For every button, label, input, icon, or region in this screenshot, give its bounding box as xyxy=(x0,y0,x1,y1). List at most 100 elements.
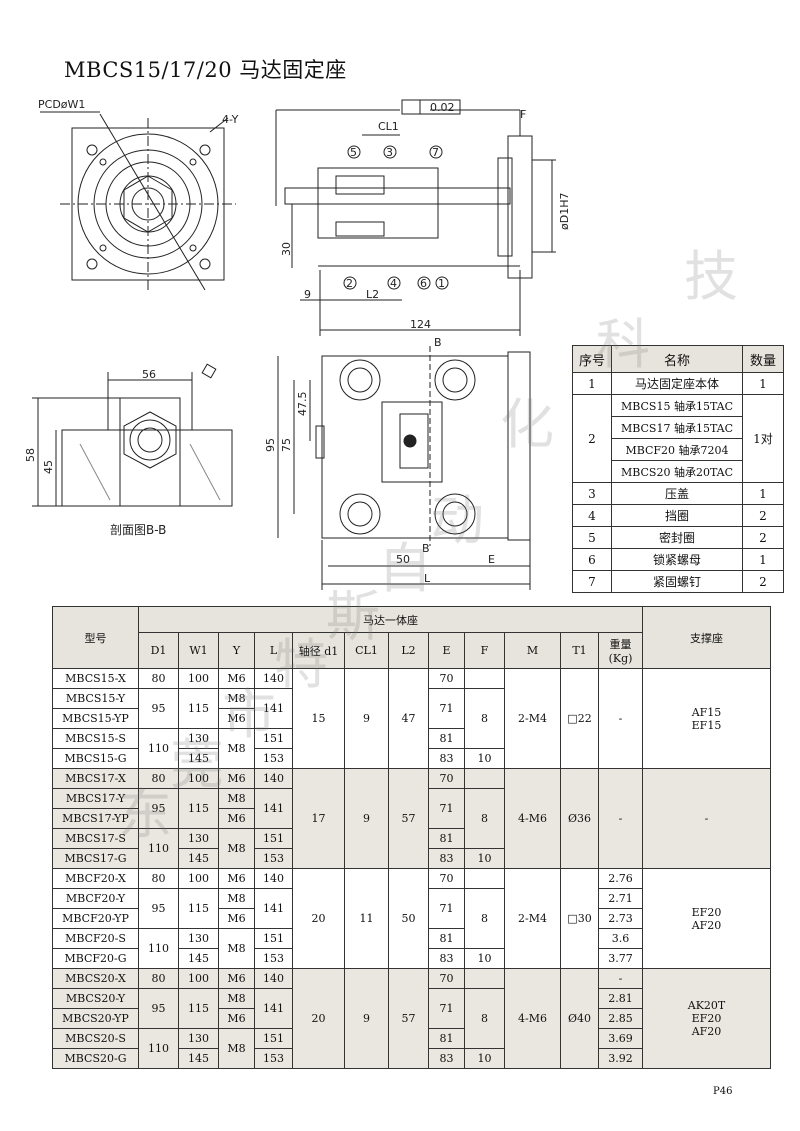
support-cell: AK20T EF20 AF20 xyxy=(642,968,771,1069)
header-support: 支撑座 xyxy=(642,606,771,669)
spec-cell: MBCS20-X xyxy=(52,968,139,989)
spec-cell: MBCF20-S xyxy=(52,928,139,949)
top-view xyxy=(277,346,531,590)
spec-cell: MBCS20-YP xyxy=(52,1008,139,1029)
spec-cell: 2.85 xyxy=(598,1008,643,1029)
spec-cell: MBCS20-S xyxy=(52,1028,139,1049)
spec-cell: M8 xyxy=(218,988,255,1009)
watermark-char: 斯 xyxy=(326,585,380,648)
label-dim-45: 45 xyxy=(42,460,55,474)
spec-cell: 10 xyxy=(464,848,505,869)
header-group: 马达一体座 xyxy=(138,606,643,633)
spec-cell: 110 xyxy=(138,1028,179,1069)
table-row: MBCS20-YP M6 2.85 xyxy=(52,1008,771,1029)
spec-cell: 151 xyxy=(254,828,293,849)
label-dim-9: 9 xyxy=(304,288,311,301)
watermark-char: 技 xyxy=(684,245,738,308)
spec-cell: M6 xyxy=(218,908,255,929)
balloon-5: 5 xyxy=(350,146,357,159)
spec-cell: 141 xyxy=(254,888,293,929)
spec-cell xyxy=(464,768,505,789)
spec-cell: MBCS15-Y xyxy=(52,688,139,709)
spec-cell: 70 xyxy=(428,668,465,689)
spec-cell: 9 xyxy=(344,668,389,769)
spec-cell: 10 xyxy=(464,948,505,969)
section-bb-view xyxy=(32,363,233,507)
spec-cell: 71 xyxy=(428,688,465,729)
spec-cell: 130 xyxy=(178,828,219,849)
spec-cell: MBCS20-Y xyxy=(52,988,139,1009)
spec-cell: 8 xyxy=(464,788,505,849)
parts-header-qty: 数量 xyxy=(742,345,784,373)
header-model: 型号 xyxy=(52,606,139,669)
spec-cell: M6 xyxy=(218,1008,255,1029)
spec-cell: □22 xyxy=(560,668,599,769)
spec-cell: - xyxy=(598,668,643,769)
balloon-1: 1 xyxy=(438,277,445,290)
spec-cell: 130 xyxy=(178,928,219,949)
spec-cell xyxy=(464,668,505,689)
spec-cell: 95 xyxy=(138,888,179,929)
spec-cell: 70 xyxy=(428,768,465,789)
spec-cell: 80 xyxy=(138,868,179,889)
spec-cell: 115 xyxy=(178,988,219,1029)
spec-cell: 4-M6 xyxy=(504,768,561,869)
spec-cell: M8 xyxy=(218,688,255,709)
spec-cell: 20 xyxy=(292,868,345,969)
spec-cell: 8 xyxy=(464,888,505,949)
spec-cell: 8 xyxy=(464,988,505,1049)
spec-cell: 2.76 xyxy=(598,868,643,889)
spec-cell: M8 xyxy=(218,1028,255,1069)
spec-cell: 130 xyxy=(178,1028,219,1049)
section-mark-top: B xyxy=(434,336,442,349)
spec-cell: 3.77 xyxy=(598,948,643,969)
label-f: F xyxy=(520,108,526,121)
front-view xyxy=(40,111,236,291)
spec-cell: MBCF20-Y xyxy=(52,888,139,909)
spec-cell: M6 xyxy=(218,868,255,889)
spec-cell: 57 xyxy=(388,968,429,1069)
spec-cell: M8 xyxy=(218,728,255,769)
spec-header-cell: 轴径 d1 xyxy=(292,632,345,669)
label-dim-56: 56 xyxy=(142,368,156,381)
spec-header-cell: W1 xyxy=(178,632,219,669)
spec-cell: MBCF20-YP xyxy=(52,908,139,929)
spec-header-cell: D1 xyxy=(138,632,179,669)
spec-cell: 2.81 xyxy=(598,988,643,1009)
spec-cell: 81 xyxy=(428,1028,465,1049)
watermark-char: 莞 xyxy=(170,733,224,796)
spec-cell: 141 xyxy=(254,788,293,829)
watermark-char: 化 xyxy=(500,393,554,456)
watermark-char: 市 xyxy=(222,683,276,746)
label-holes: 4-Y xyxy=(222,113,239,126)
spec-cell: 141 xyxy=(254,988,293,1029)
spec-cell: 110 xyxy=(138,828,179,869)
section-caption: 剖面图B-B xyxy=(110,523,166,537)
technical-drawing: PCDøW1 4-Y 0.02 CL1 F øD1H7 30 9 L2 124 … xyxy=(24,98,571,590)
spec-cell: 115 xyxy=(178,688,219,729)
spec-cell: MBCS15-G xyxy=(52,748,139,769)
label-pcd: PCDøW1 xyxy=(38,98,85,111)
spec-cell: MBCS15-YP xyxy=(52,708,139,729)
spec-cell: 110 xyxy=(138,928,179,969)
spec-cell: 100 xyxy=(178,968,219,989)
spec-cell: 95 xyxy=(138,788,179,829)
support-cell: EF20 AF20 xyxy=(642,868,771,969)
parts-header-name: 名称 xyxy=(611,345,743,373)
spec-cell: MBCS17-YP xyxy=(52,808,139,829)
spec-cell: 3.69 xyxy=(598,1028,643,1049)
label-tolerance: 0.02 xyxy=(430,101,455,114)
label-dim-124: 124 xyxy=(410,318,431,331)
spec-cell: 70 xyxy=(428,868,465,889)
section-mark-bottom: B xyxy=(422,542,430,555)
spec-cell: □30 xyxy=(560,868,599,969)
